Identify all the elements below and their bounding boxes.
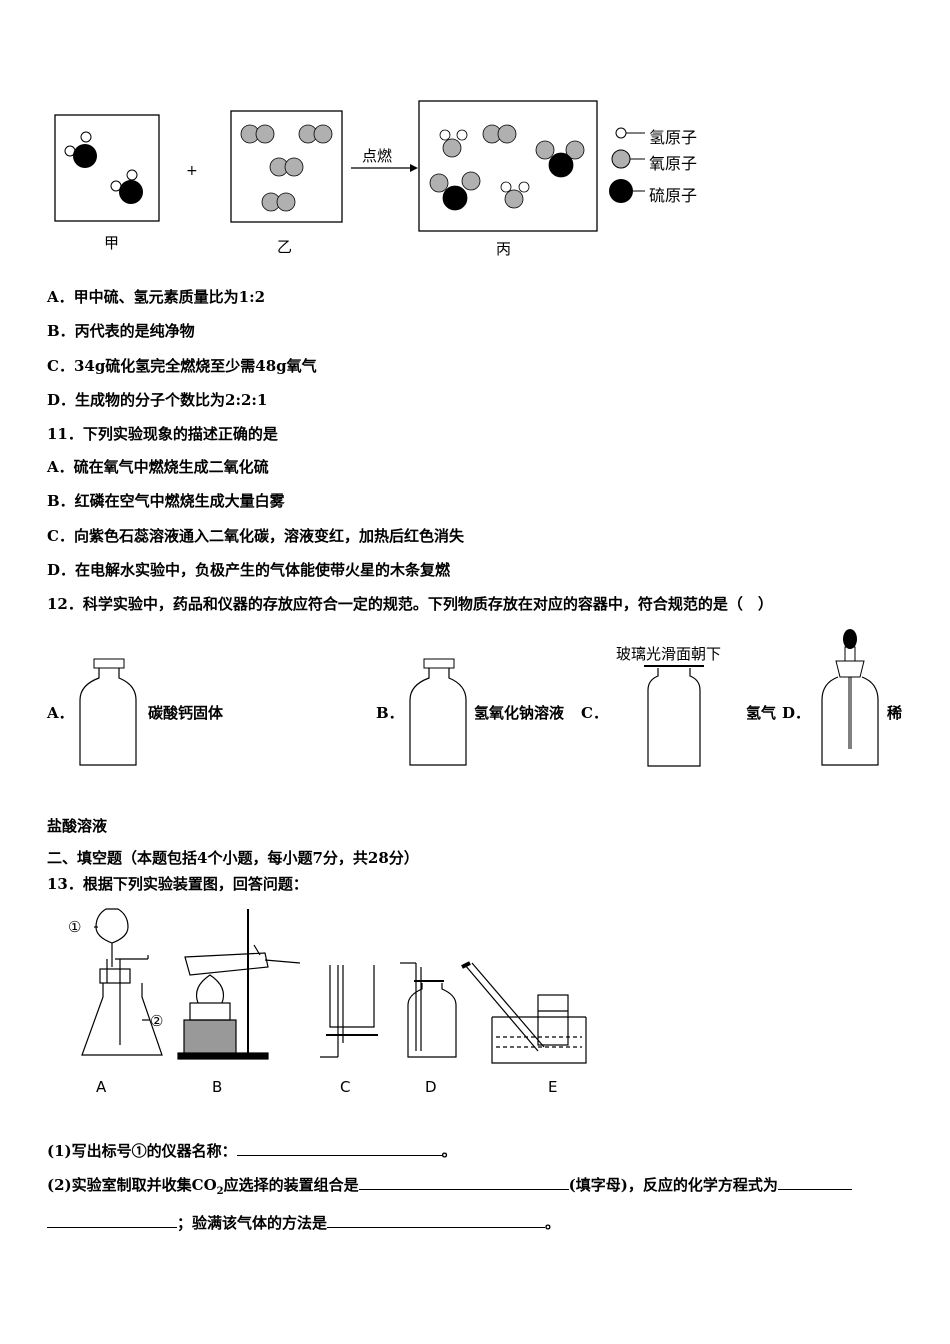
q13-sub2: (2)实验室制取并收集CO2应选择的装置组合是 (填字母)，反应的化学方程式为 xyxy=(47,1174,852,1197)
q10-option-c: C．34g硫化氢完全燃烧至少需48g氧气 xyxy=(47,357,317,375)
q13-sub2-blank-apparatus[interactable] xyxy=(358,1175,569,1190)
dropper-bottle-d xyxy=(821,629,879,766)
apparatus-label-a: A xyxy=(96,1078,107,1096)
q12-text-a: 碳酸钙固体 xyxy=(148,704,224,722)
q12-option-d-continued: 盐酸溶液 xyxy=(47,817,108,835)
q13-sub2-blank-equation-end[interactable] xyxy=(47,1213,177,1228)
q13-stem: 13．根据下列实验装置图，回答问题： xyxy=(47,875,308,893)
q12-text-c: 氢气 xyxy=(746,704,777,722)
q11-option-d: D．在电解水实验中，负极产生的气体能使带火星的木条复燃 xyxy=(47,561,451,579)
apparatus-label-b: B xyxy=(212,1078,223,1096)
oxygen-atom-icon xyxy=(611,149,631,169)
hydrogen-atom-icon xyxy=(615,127,627,139)
apparatus-label-e: E xyxy=(548,1078,558,1096)
q13-sub2-mid2: (填字母)，反应的化学方程式为 xyxy=(568,1176,778,1194)
apparatus-label-d: D xyxy=(425,1078,437,1096)
h2s-molecule xyxy=(64,131,97,168)
q13-sub2-line2: ；验满该气体的方法是 。 xyxy=(47,1212,560,1233)
marker-2: ② xyxy=(150,1012,164,1030)
q11-option-b: B．红磷在空气中燃烧生成大量白雾 xyxy=(47,492,285,510)
wide-mouth-bottle-a xyxy=(79,658,137,766)
q13-sub2-blank-equation-start[interactable] xyxy=(777,1175,852,1190)
plus-sign: + xyxy=(186,163,198,179)
marker-1: ① xyxy=(68,918,82,936)
q11-option-c: C．向紫色石蕊溶液通入二氧化碳，溶液变红，加热后红色消失 xyxy=(47,527,464,545)
arrow-label: 点燃 xyxy=(362,147,392,165)
apparatus-diagram xyxy=(81,908,587,1064)
q13-sub1-prefix: (1)写出标号①的仪器名称： xyxy=(47,1142,237,1160)
q12-text-d: 稀 xyxy=(887,704,903,722)
q13-sub2-mid: 应选择的装置组合是 xyxy=(223,1176,359,1194)
box-label-yi: 乙 xyxy=(277,238,293,256)
q13-sub1-blank[interactable] xyxy=(236,1141,442,1156)
q12-letter-d: D． xyxy=(782,704,811,722)
q12-text-b: 氢氧化钠溶液 xyxy=(474,704,565,722)
apparatus-e xyxy=(461,961,587,1064)
q13-sub2-line2-end: 。 xyxy=(545,1214,561,1232)
legend-oxygen-label: 氧原子 xyxy=(649,154,698,173)
q13-sub2-blank-method[interactable] xyxy=(327,1213,546,1228)
reaction-diagram: + 点燃 xyxy=(54,100,645,232)
sulfur-atom-icon xyxy=(609,179,633,203)
q13-sub1-suffix: 。 xyxy=(441,1142,457,1160)
q11-option-a: A．硫在氧气中燃烧生成二氧化硫 xyxy=(47,458,269,476)
q13-sub2-prefix: (2)实验室制取并收集CO xyxy=(47,1176,217,1194)
box-yi xyxy=(230,110,343,223)
q10-option-d: D．生成物的分子个数比为2:2:1 xyxy=(47,391,268,409)
apparatus-d xyxy=(400,962,457,1058)
q10-option-b: B．丙代表的是纯净物 xyxy=(47,322,195,340)
product-molecules xyxy=(429,124,585,211)
q13-sub1: (1)写出标号①的仪器名称： 。 xyxy=(47,1140,457,1161)
apparatus-a xyxy=(81,908,163,1056)
box-jia xyxy=(54,114,160,222)
gas-bottle-c xyxy=(644,665,704,767)
bottle-note: 玻璃光滑面朝下 xyxy=(616,645,722,663)
wide-mouth-bottle-b xyxy=(409,658,467,766)
q12-stem: 12．科学实验中，药品和仪器的存放应符合一定的规范。下列物质存放在对应的容器中，… xyxy=(47,595,773,613)
q13-sub2-line2-mid: ；验满该气体的方法是 xyxy=(177,1214,328,1232)
q10-option-a: A．甲中硫、氢元素质量比为1:2 xyxy=(47,288,266,306)
apparatus-label-c: C xyxy=(340,1078,351,1096)
q12-letter-c: C． xyxy=(581,704,608,722)
apparatus-c xyxy=(320,965,378,1058)
box-label-jia: 甲 xyxy=(104,234,120,252)
q11-stem: 11．下列实验现象的描述正确的是 xyxy=(47,425,278,443)
legend xyxy=(609,127,645,203)
section-heading: 二、填空题（本题包括4个小题，每小题7分，共28分） xyxy=(47,849,419,867)
q12-letter-a: A． xyxy=(47,704,74,722)
apparatus-b xyxy=(177,909,301,1060)
o2-molecules xyxy=(240,124,333,212)
q12-letter-b: B． xyxy=(376,704,404,722)
h2s-molecule xyxy=(110,169,143,204)
co2-subscript: 2 xyxy=(216,1186,224,1197)
box-bing xyxy=(418,100,598,232)
legend-sulfur-label: 硫原子 xyxy=(649,186,698,205)
box-label-bing: 丙 xyxy=(496,240,512,258)
legend-hydrogen-label: 氢原子 xyxy=(649,128,698,147)
